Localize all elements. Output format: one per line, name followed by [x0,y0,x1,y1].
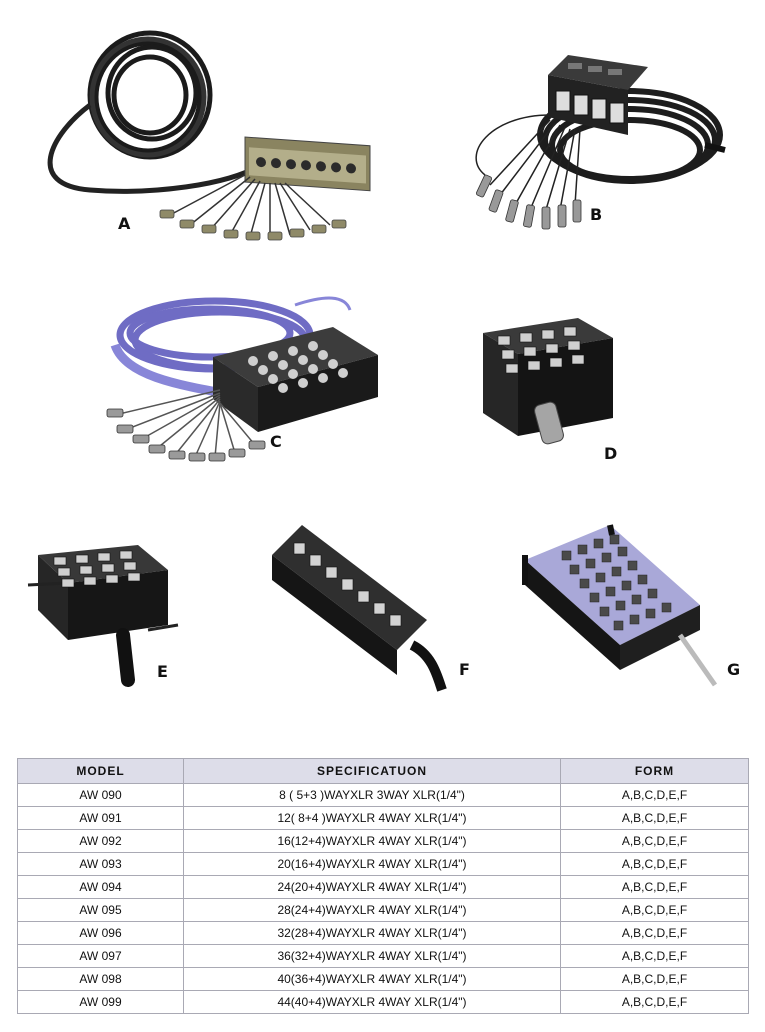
product-a [30,25,371,245]
cell-form: A,B,C,D,E,F [560,829,749,853]
cell-specification: 40(36+4)WAYXLR 4WAY XLR(1/4") [183,967,561,991]
cell-model: AW 095 [17,898,184,922]
cell-specification: 24(20+4)WAYXLR 4WAY XLR(1/4") [183,875,561,899]
cell-specification: 16(12+4)WAYXLR 4WAY XLR(1/4") [183,829,561,853]
12-channel-box-with-cable-icon [27,545,179,687]
cell-model: AW 094 [17,875,184,899]
cell-model: AW 093 [17,852,184,876]
product-letter-b: B [590,205,603,224]
cell-form: A,B,C,D,E,F [560,967,749,991]
product-d [478,318,623,458]
cell-model: AW 091 [17,806,184,830]
cell-form: A,B,C,D,E,F [560,875,749,899]
product-f [272,525,452,695]
product-c [95,285,395,465]
cell-specification: 12( 8+4 )WAYXLR 4WAY XLR(1/4") [183,806,561,830]
product-e [27,545,188,687]
cell-specification: 20(16+4)WAYXLR 4WAY XLR(1/4") [183,852,561,876]
cell-specification: 36(32+4)WAYXLR 4WAY XLR(1/4") [183,944,561,968]
cell-form: A,B,C,D,E,F [560,921,749,945]
12-channel-box-with-connector-icon [483,318,613,445]
cable-reel-8-way-stagebox-icon [47,30,371,241]
product-g [520,524,720,695]
product-letter-d: D [604,444,618,463]
cell-model: AW 090 [17,783,184,807]
blue-cable-snake-with-box-icon [106,296,378,462]
cable-reel-4-way-stagebox-icon [475,55,726,230]
product-letter-e: E [157,662,168,681]
header-specification: SPECIFICATUON [183,758,561,784]
cell-model: AW 098 [17,967,184,991]
product-letter-g: G [727,660,741,679]
cell-model: AW 092 [17,829,184,853]
cell-form: A,B,C,D,E,F [560,990,749,1014]
cell-form: A,B,C,D,E,F [560,806,749,830]
8-channel-inline-box-icon [272,525,447,692]
product-letter-f: F [459,660,470,679]
cell-model: AW 096 [17,921,184,945]
cell-specification: 44(40+4)WAYXLR 4WAY XLR(1/4") [183,990,561,1014]
cell-form: A,B,C,D,E,F [560,944,749,968]
cell-form: A,B,C,D,E,F [560,898,749,922]
cell-form: A,B,C,D,E,F [560,852,749,876]
cell-form: A,B,C,D,E,F [560,783,749,807]
cell-specification: 32(28+4)WAYXLR 4WAY XLR(1/4") [183,921,561,945]
product-letter-c: C [270,432,282,451]
product-b [430,45,740,270]
cell-specification: 8 ( 5+3 )WAYXLR 3WAY XLR(1/4") [183,783,561,807]
product-letter-a: A [118,214,131,233]
cell-model: AW 099 [17,990,184,1014]
cell-specification: 28(24+4)WAYXLR 4WAY XLR(1/4") [183,898,561,922]
24-channel-stagebox-icon [522,524,718,687]
table-header-row: MODEL SPECIFICATUON FORM [17,758,749,784]
header-form: FORM [560,758,749,784]
header-model: MODEL [17,758,184,784]
cell-model: AW 097 [17,944,184,968]
